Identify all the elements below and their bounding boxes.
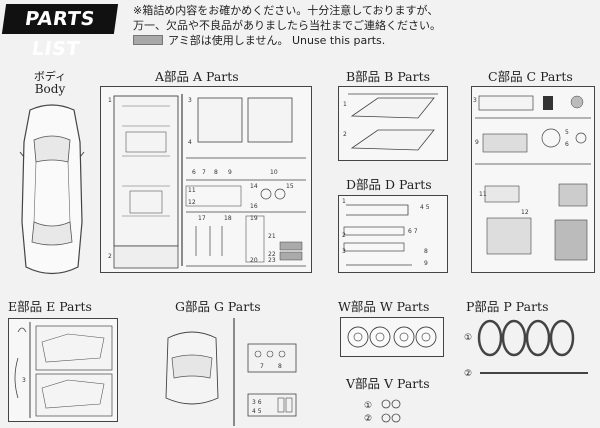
svg-text:1: 1 bbox=[342, 198, 346, 205]
svg-text:21: 21 bbox=[268, 233, 276, 240]
parts-list-title: PARTS LIST bbox=[1, 4, 119, 60]
svg-text:3: 3 bbox=[473, 97, 477, 104]
body-shell-drawing bbox=[19, 104, 85, 275]
v-part-2-marker: ② bbox=[364, 414, 373, 424]
svg-text:5: 5 bbox=[565, 129, 569, 136]
svg-text:14: 14 bbox=[250, 183, 258, 190]
body-label-en: Body bbox=[34, 82, 66, 96]
parts-tree-e: 3 bbox=[14, 322, 113, 418]
parts-frame-d bbox=[338, 195, 448, 273]
body-label-jp: ボディ bbox=[33, 70, 67, 83]
svg-text:6 7: 6 7 bbox=[408, 228, 418, 235]
svg-text:1: 1 bbox=[108, 97, 112, 104]
parts-tree-v bbox=[381, 399, 401, 423]
svg-text:3: 3 bbox=[22, 377, 26, 384]
svg-text:12: 12 bbox=[188, 199, 196, 206]
svg-text:8: 8 bbox=[278, 363, 282, 370]
svg-text:20: 20 bbox=[250, 257, 258, 264]
svg-text:4 5: 4 5 bbox=[252, 408, 262, 415]
svg-text:19: 19 bbox=[250, 215, 258, 222]
group-e-label: E部品 E Parts bbox=[8, 299, 92, 314]
group-a-label: A部品 A Parts bbox=[155, 69, 239, 84]
svg-text:11: 11 bbox=[188, 187, 196, 194]
unused-swatch bbox=[133, 35, 163, 45]
svg-text:12: 12 bbox=[521, 209, 529, 216]
svg-text:15: 15 bbox=[286, 183, 294, 190]
parts-tree-w bbox=[347, 326, 437, 348]
svg-text:8: 8 bbox=[214, 169, 218, 176]
p-part-2-marker: ② bbox=[464, 369, 473, 379]
svg-text:2: 2 bbox=[343, 131, 347, 138]
svg-text:7: 7 bbox=[260, 363, 264, 370]
parts-tree-g: 7 8 3 6 4 5 bbox=[165, 318, 297, 426]
svg-text:23: 23 bbox=[268, 257, 276, 264]
svg-text:22: 22 bbox=[268, 251, 276, 258]
group-p-label: P部品 P Parts bbox=[466, 299, 549, 314]
group-b-label: B部品 B Parts bbox=[346, 69, 431, 84]
svg-text:16: 16 bbox=[250, 203, 258, 210]
group-v-label: V部品 V Parts bbox=[346, 376, 430, 391]
svg-text:1: 1 bbox=[343, 101, 347, 108]
p-part-1-marker: ① bbox=[464, 333, 473, 343]
svg-text:6: 6 bbox=[565, 141, 569, 148]
group-c-label: C部品 C Parts bbox=[488, 69, 573, 84]
svg-text:7: 7 bbox=[202, 169, 206, 176]
notice-line-1: ※箱詰め内容をお確かめください。十分注意しておりますが、 bbox=[133, 4, 439, 17]
group-g-label: G部品 G Parts bbox=[175, 299, 261, 314]
svg-text:3 6: 3 6 bbox=[252, 399, 262, 406]
svg-text:9: 9 bbox=[228, 169, 232, 176]
parts-tree-b: 1 2 bbox=[343, 93, 438, 151]
svg-text:3: 3 bbox=[342, 248, 346, 255]
svg-text:2: 2 bbox=[342, 232, 346, 239]
notice-line-3: アミ部は使用しません。 Unuse this parts. bbox=[168, 34, 386, 47]
parts-tree-c: 3 5 6 9 11 12 bbox=[473, 95, 591, 261]
svg-text:17: 17 bbox=[198, 215, 206, 222]
v-part-1-marker: ① bbox=[364, 401, 373, 411]
svg-text:11: 11 bbox=[479, 191, 487, 198]
svg-text:9: 9 bbox=[424, 260, 428, 267]
svg-text:2: 2 bbox=[108, 253, 112, 260]
parts-tree-p bbox=[477, 319, 588, 374]
group-d-label: D部品 D Parts bbox=[346, 177, 432, 192]
group-w-label: W部品 W Parts bbox=[338, 299, 430, 314]
svg-text:10: 10 bbox=[270, 169, 278, 176]
svg-text:4 5: 4 5 bbox=[420, 204, 430, 211]
parts-tree-d: 1 4 5 6 7 2 3 8 9 bbox=[342, 198, 430, 267]
svg-text:8: 8 bbox=[424, 248, 428, 255]
svg-text:9: 9 bbox=[475, 139, 479, 146]
svg-text:4: 4 bbox=[188, 139, 192, 146]
svg-text:6: 6 bbox=[192, 169, 196, 176]
svg-text:3: 3 bbox=[188, 97, 192, 104]
svg-text:18: 18 bbox=[224, 215, 232, 222]
notice-line-2: 万一、欠品や不良品がありましたら当社までご連絡ください。 bbox=[133, 19, 441, 32]
